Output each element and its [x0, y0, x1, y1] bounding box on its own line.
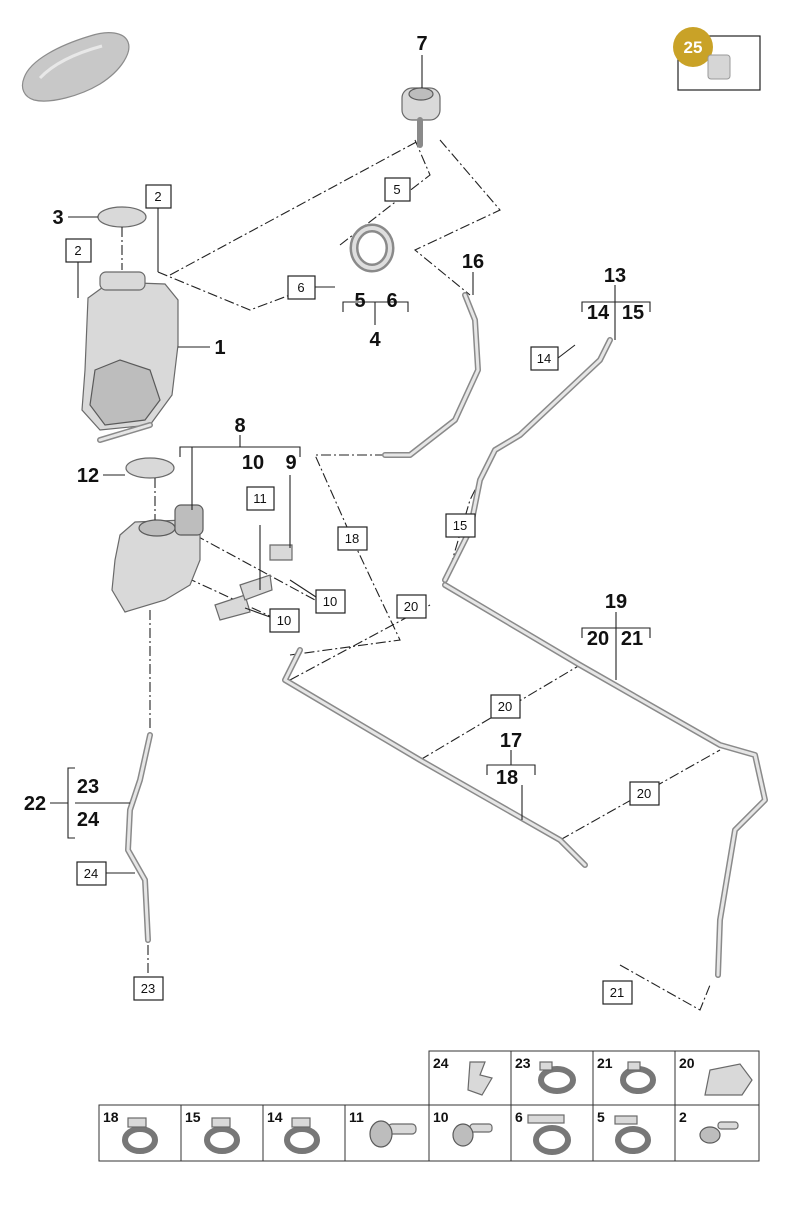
callout-12: 12: [77, 465, 99, 487]
callout-23: 23: [77, 776, 99, 798]
callout-15: 15: [622, 302, 644, 324]
hose-clamp-icon: [349, 223, 395, 273]
hose-clamp-icon: [614, 1115, 651, 1154]
box-label-18: 18: [345, 531, 359, 546]
box-label-20-middle: 20: [498, 699, 512, 714]
screw-icon: [452, 1123, 493, 1147]
legend-label-23: 23: [515, 1055, 531, 1071]
box-label-23: 23: [141, 981, 155, 996]
callout-13: 13: [604, 265, 626, 287]
callout-10: 10: [242, 452, 264, 474]
callout-4: 4: [369, 329, 381, 351]
callout-19: 19: [605, 591, 627, 613]
box-label-20-right: 20: [637, 786, 651, 801]
hose-clamp-icon: [284, 1117, 320, 1154]
hose-clamp-icon: [467, 1061, 493, 1096]
legend-label-11: 11: [349, 1109, 364, 1125]
callout-5: 5: [354, 290, 365, 312]
callout-8: 8: [234, 415, 245, 437]
callout-17: 17: [500, 730, 522, 752]
box-label-10-lower: 10: [277, 613, 291, 628]
callout-6: 6: [386, 290, 397, 312]
callout-1: 1: [214, 337, 225, 359]
hose-16: [382, 292, 481, 458]
callout-22: 22: [24, 793, 46, 815]
callout-numbers: 7 3 1 5 6 4 16 13 14 15 8 10 9 12 19 20 …: [24, 33, 644, 831]
box-label-11: 11: [253, 491, 267, 506]
mounting-bracket: [214, 475, 293, 621]
connection-lines: [147, 139, 721, 1011]
badge-circle: [673, 27, 713, 67]
hose-clamp-icon: [620, 1061, 656, 1094]
box-label-14: 14: [537, 351, 551, 366]
legend-label-21: 21: [597, 1055, 613, 1071]
hose-clamp-icon: [704, 1063, 753, 1096]
box-label-20-upper: 20: [404, 599, 418, 614]
callout-18: 18: [496, 767, 518, 789]
hose-22: [125, 732, 153, 943]
box-label-2-left: 2: [74, 243, 81, 258]
box-label-15: 15: [453, 518, 467, 533]
reservoir-tank-lower: [111, 504, 204, 613]
legend-label-20: 20: [679, 1055, 695, 1071]
reservoir-cap-lower: [125, 457, 175, 479]
legend-row-1: 24 23 21 20: [428, 1050, 760, 1106]
catalog-badge: 25: [673, 27, 761, 91]
box-label-21: 21: [610, 985, 624, 1000]
bolt-icon: [369, 1120, 417, 1148]
callout-9: 9: [285, 452, 296, 474]
coolant-pipe-assembly: [282, 582, 768, 978]
bottle-icon: [707, 54, 731, 80]
legend-label-24: 24: [433, 1055, 449, 1071]
callout-7: 7: [416, 33, 427, 55]
legend-label-18: 18: [103, 1109, 119, 1125]
callout-3: 3: [52, 207, 63, 229]
box-label-5: 5: [393, 182, 400, 197]
car-silhouette-icon: [21, 32, 130, 102]
box-label-10-upper: 10: [323, 594, 337, 609]
leader-lines: [50, 55, 651, 874]
hose-clamp-icon: [122, 1117, 158, 1154]
hose-clamp-icon: [538, 1061, 576, 1094]
callout-14: 14: [587, 302, 610, 324]
legend-label-5: 5: [597, 1109, 605, 1125]
legend-label-14: 14: [267, 1109, 283, 1125]
legend-label-15: 15: [185, 1109, 201, 1125]
callout-16: 16: [462, 251, 484, 273]
hose-clamp-icon: [527, 1114, 571, 1155]
reservoir-tank-upper: [81, 271, 179, 443]
box-label-2-top: 2: [154, 189, 161, 204]
callout-21: 21: [621, 628, 643, 650]
boxed-labels: 2 2 5 6 14 11 10 10 18 15 20 20 20 24 23…: [65, 177, 660, 1005]
screw-icon: [699, 1121, 739, 1144]
legend-label-10: 10: [433, 1109, 449, 1125]
legend-label-6: 6: [515, 1109, 523, 1125]
legend-row-2: 18 15 14 11 10 6 5 2: [98, 1104, 760, 1162]
box-label-24: 24: [84, 866, 98, 881]
reservoir-cap-icon: [97, 206, 147, 228]
hose-13: [442, 337, 613, 583]
vent-valve: [401, 87, 441, 148]
box-label-6: 6: [297, 280, 304, 295]
hose-clamp-icon: [204, 1117, 240, 1154]
badge-number: 25: [684, 38, 703, 57]
callout-20: 20: [587, 628, 609, 650]
callout-24: 24: [77, 809, 100, 831]
legend-label-2: 2: [679, 1109, 687, 1125]
